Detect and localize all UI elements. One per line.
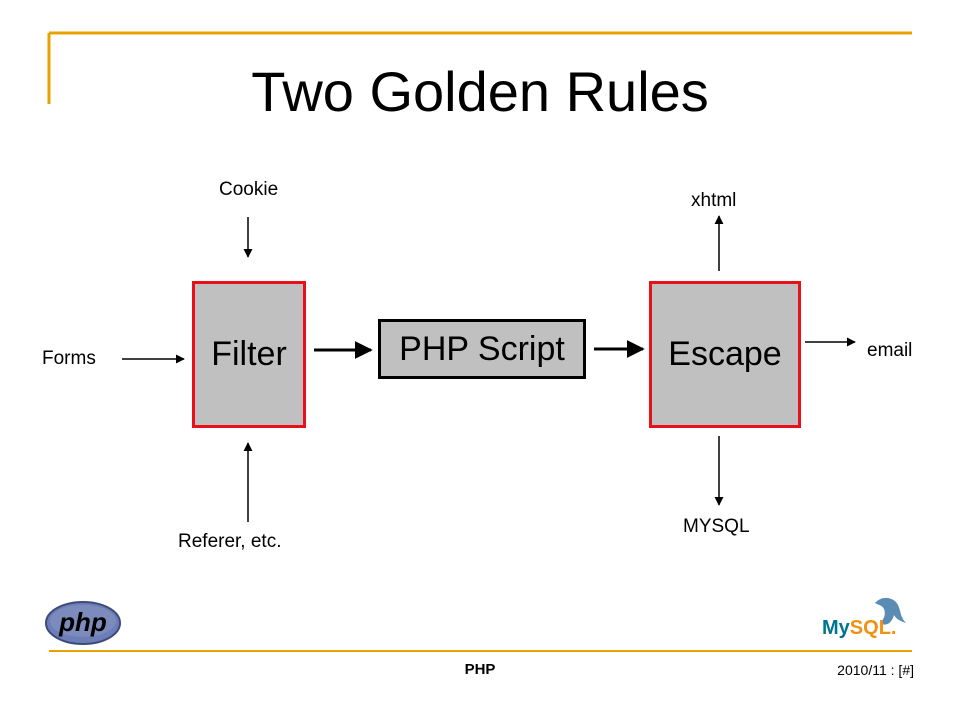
mysql-logo: MySQL. <box>822 597 906 639</box>
filter-box: Filter <box>192 281 306 428</box>
footer-page-number: # <box>902 662 911 678</box>
escape-box: Escape <box>649 281 801 428</box>
escape-label: Escape <box>668 335 782 373</box>
php-script-label: PHP Script <box>399 329 565 368</box>
mysql-logo-text: MySQL. <box>822 617 896 639</box>
php-logo-text: php <box>58 607 107 637</box>
xhtml-label: xhtml <box>691 190 737 211</box>
forms-label: Forms <box>42 348 96 369</box>
dolphin-icon <box>875 597 906 625</box>
referer-label: Referer, etc. <box>178 531 282 552</box>
filter-label: Filter <box>211 335 287 373</box>
slide-title: Two Golden Rules <box>251 60 709 123</box>
email-label: email <box>867 340 913 361</box>
footer-date-text: 2010/11 : [ <box>837 662 903 678</box>
cookie-label: Cookie <box>219 179 279 200</box>
php-script-box: PHP Script <box>378 319 586 379</box>
footer-center-text: PHP <box>464 661 496 678</box>
footer-date: 2010/11 : [#] <box>837 662 914 678</box>
mysql-label: MYSQL <box>683 516 750 537</box>
php-logo: php <box>45 601 121 645</box>
footer-date-suffix: ] <box>910 662 914 678</box>
